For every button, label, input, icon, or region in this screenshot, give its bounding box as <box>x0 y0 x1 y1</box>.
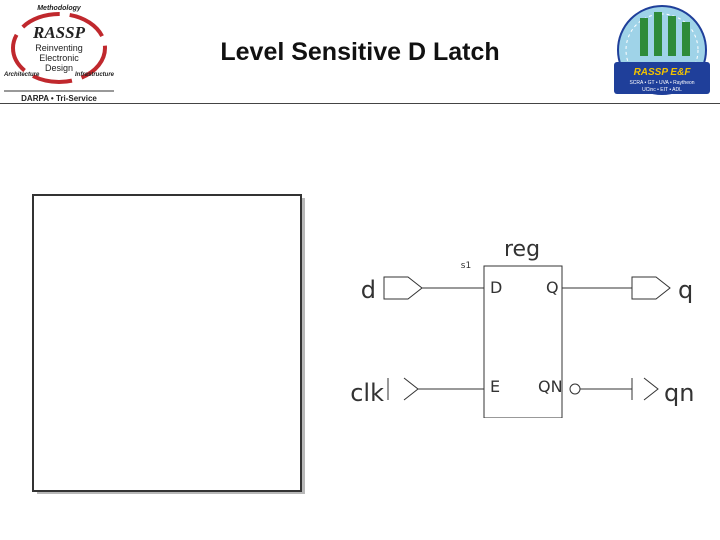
title-rule <box>0 103 720 104</box>
logo-ring-icon <box>11 12 107 84</box>
logo-ef-line2: UCinc • EIT • ADL <box>642 87 682 93</box>
rassp-logo: Methodology RASSP Reinventing Electronic… <box>3 5 115 103</box>
rassp-ef-logo: RASSP E&F SCRA • GT • UVA • Raytheon UCi… <box>614 5 710 95</box>
logo-ef-line1: SCRA • GT • UVA • Raytheon <box>629 80 694 86</box>
instance-label: s1 <box>461 261 471 271</box>
latch-block <box>483 265 563 418</box>
port-qn-label: QN <box>538 377 563 396</box>
port-q-label: Q <box>546 278 559 297</box>
output-port-icon <box>643 377 659 401</box>
inversion-bubble-icon <box>569 383 581 395</box>
output-port-icon <box>631 276 671 300</box>
port-e-label: E <box>490 377 500 396</box>
logo-banner <box>614 62 710 94</box>
input-clk-label: clk <box>350 379 384 407</box>
code-panel <box>32 194 302 492</box>
input-port-icon <box>403 377 419 401</box>
logo-architecture-text: Architecture <box>3 72 40 78</box>
port-d-label: D <box>490 278 502 297</box>
output-q-label: q <box>678 276 693 304</box>
tower-icon <box>682 22 690 56</box>
logo-infrastructure-text: Infrastructure <box>75 72 115 78</box>
tower-icon <box>640 18 648 56</box>
logo-darpa-text: DARPA • Tri-Service <box>21 94 97 103</box>
latch-schematic: reg s1 D Q E QN d clk q qn <box>350 237 694 418</box>
logo-line2: Electronic <box>39 53 79 63</box>
slide-title: Level Sensitive D Latch <box>220 38 500 66</box>
block-label: reg <box>504 237 540 262</box>
input-port-icon <box>383 276 423 300</box>
logo-methodology-text: Methodology <box>37 5 82 12</box>
input-d-label: d <box>361 276 376 304</box>
logo-line1: Reinventing <box>35 43 83 53</box>
logo-brand-text: RASSP <box>32 23 86 42</box>
logo-line3: Design <box>45 63 73 73</box>
tower-icon <box>654 12 662 56</box>
output-qn-label: qn <box>664 379 694 407</box>
tower-icon <box>668 16 676 56</box>
logo-ef-banner-text: RASSP E&F <box>634 67 692 78</box>
